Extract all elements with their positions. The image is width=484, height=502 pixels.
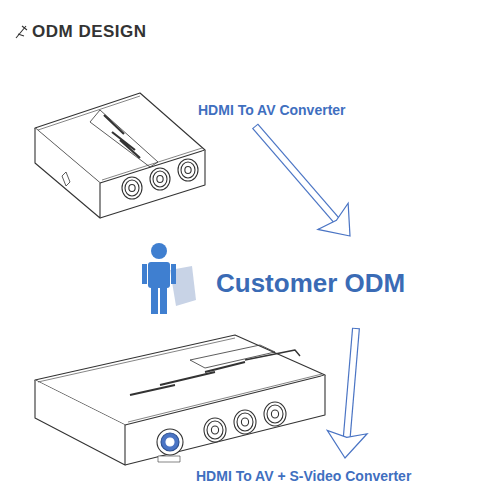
- rca-jacks: [122, 159, 198, 199]
- hdmi-av-svideo-converter: [35, 335, 325, 465]
- role-node: Customer ODM: [140, 240, 411, 320]
- device-name: HDMI To AV Converter: [198, 102, 346, 118]
- rca-jacks: [204, 402, 286, 442]
- role-title: Customer ODM: [216, 268, 405, 299]
- device-name: HDMI To AV + S-Video Converter: [196, 468, 411, 484]
- person-icon: [140, 240, 200, 320]
- pen-icon: [16, 26, 27, 38]
- flow-arrow: [255, 126, 350, 236]
- device-label-node: HDMI To AV + S-Video Converter: [196, 468, 411, 484]
- page-title: ODM DESIGN: [32, 22, 147, 42]
- device-label-node: HDMI To AV Converter: [198, 102, 346, 118]
- hdmi-av-converter: [35, 93, 205, 218]
- flow-arrow: [327, 328, 367, 458]
